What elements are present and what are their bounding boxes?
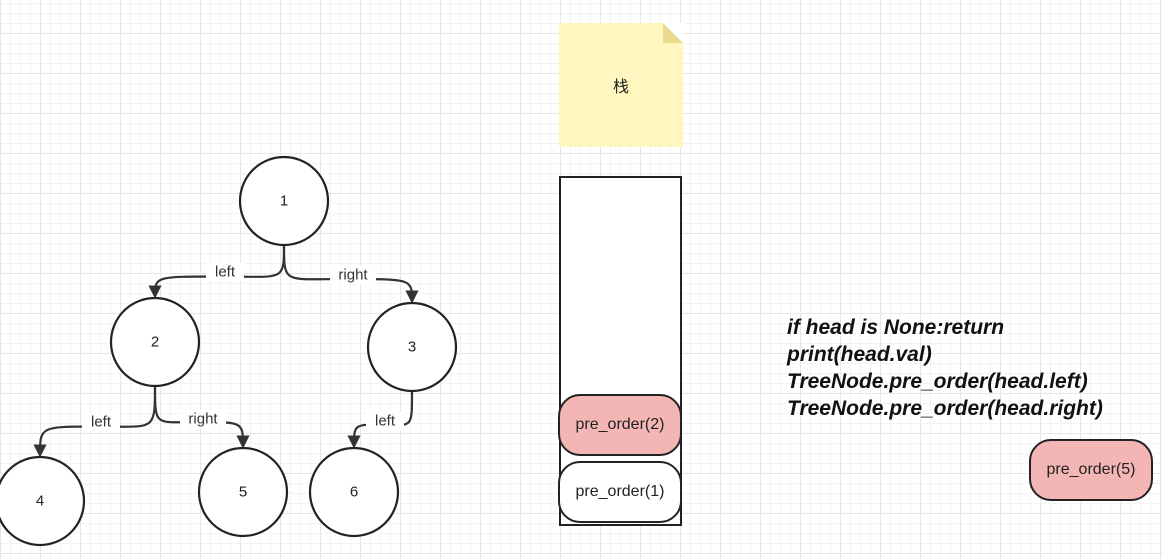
note-label: 栈 [612, 77, 629, 96]
stack-frame-pre-order-1: pre_order(1) [558, 461, 682, 523]
note-fold [663, 23, 683, 43]
edge-label-background [180, 410, 226, 428]
tree-node-label: 2 [151, 334, 159, 351]
edge-label: right [188, 411, 218, 428]
current-call-pre-order-5: pre_order(5) [1029, 439, 1153, 501]
code-line: TreeNode.pre_order(head.right) [787, 397, 1103, 420]
tree-node-2 [109, 296, 201, 388]
tree-node-label: 3 [408, 339, 416, 356]
sticky-note: 栈 [559, 23, 683, 147]
edge-label-background [82, 413, 120, 431]
code-line: if head is None:return [787, 316, 1005, 339]
edge-label: left [375, 413, 396, 430]
edge-label-background [206, 263, 244, 281]
code-block: if head is None:return print(head.val) T… [787, 314, 1103, 422]
stack-frame-label: pre_order(2) [575, 416, 665, 433]
code-line: print(head.val) [787, 343, 932, 366]
tree-node-3 [366, 301, 458, 393]
tree-node-4 [0, 455, 86, 547]
edge-label: right [338, 267, 368, 284]
tree-node-label: 1 [280, 193, 288, 210]
edge-label-background [366, 412, 404, 430]
code-line: TreeNode.pre_order(head.left) [787, 370, 1088, 393]
stack-frame-pre-order-2: pre_order(2) [558, 394, 682, 456]
edge-label-background [330, 266, 376, 284]
tree-node-6 [308, 446, 400, 538]
stack-frame-label: pre_order(1) [575, 483, 665, 500]
tree-node-label: 6 [350, 484, 358, 501]
current-call-label: pre_order(5) [1046, 461, 1136, 478]
tree-node-label: 4 [36, 493, 44, 510]
edge-label: left [91, 414, 112, 431]
tree-node-1 [238, 155, 330, 247]
edge-label: left [215, 264, 236, 281]
tree-node-5 [197, 446, 289, 538]
tree-node-label: 5 [239, 484, 247, 501]
